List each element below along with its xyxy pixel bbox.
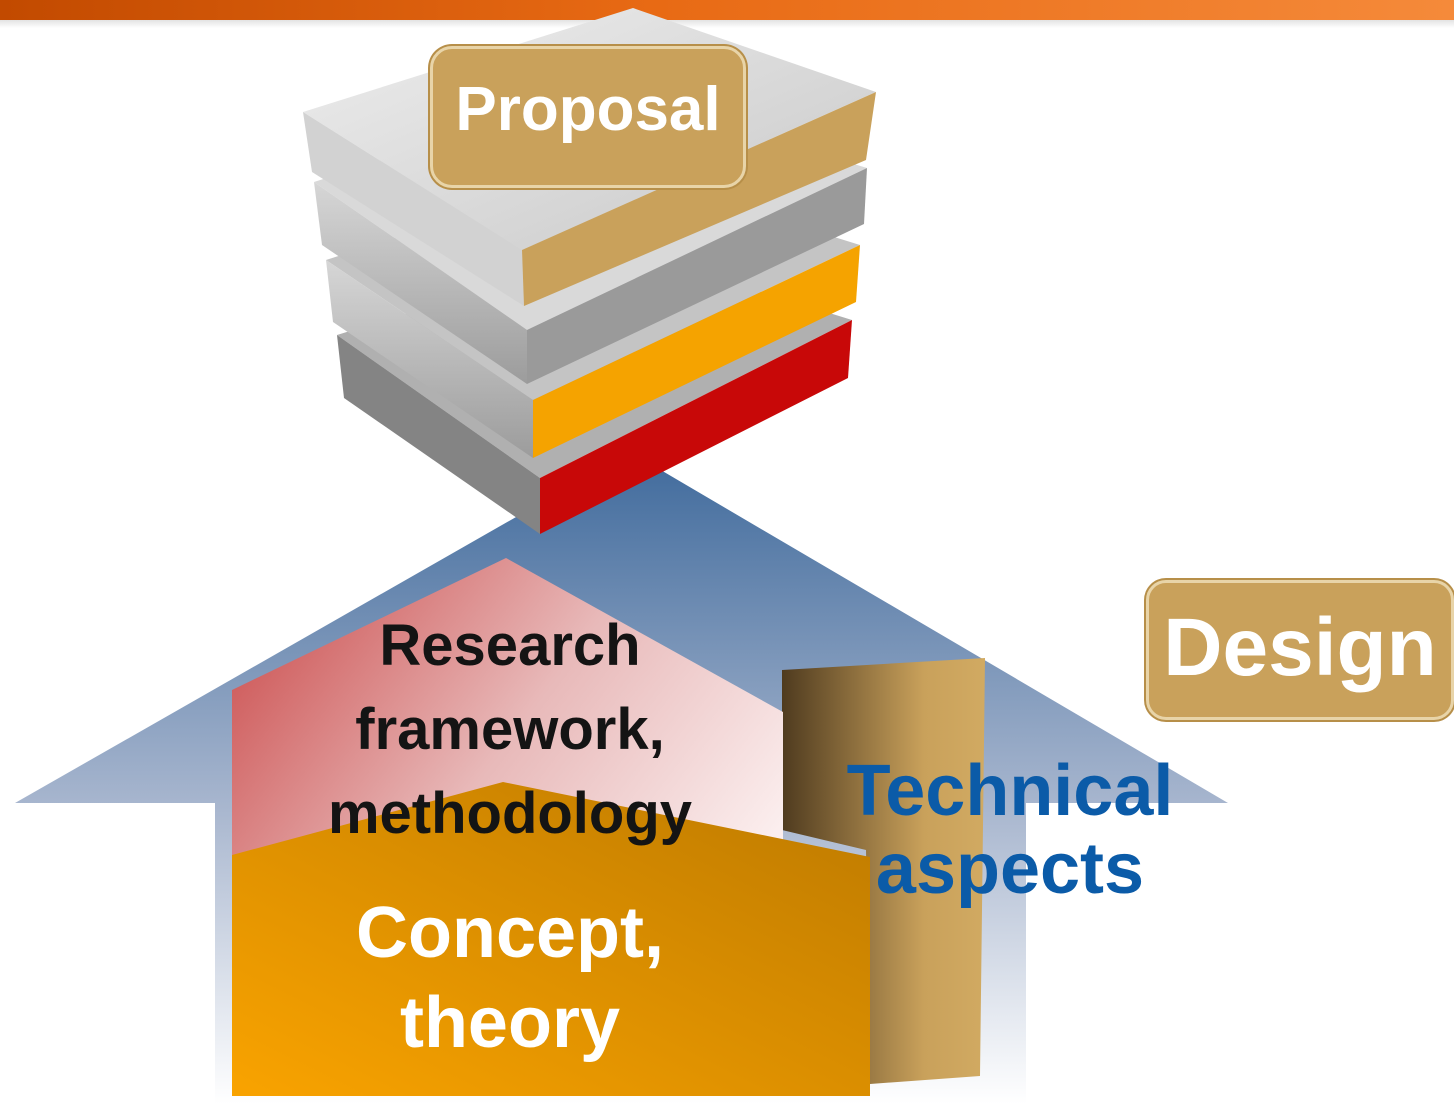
- proposal-label: Proposal: [455, 75, 721, 144]
- stack-layer-tan-left: [303, 112, 524, 306]
- stack-layer-gray-left: [314, 182, 527, 384]
- pillar-technical: [782, 658, 985, 1084]
- base-concept: [232, 782, 870, 1096]
- research-framework-label: Research framework, methodology: [240, 604, 780, 856]
- technical-aspects-text: Technical aspects: [846, 751, 1174, 909]
- stack-layer-gray-right: [527, 168, 867, 384]
- top-accent-shadow: [0, 20, 1454, 28]
- stack-layer-tan-right: [522, 92, 876, 306]
- proposal-badge: [430, 46, 746, 188]
- research-framework-text: Research framework, methodology: [327, 613, 693, 846]
- stack-layer-orange-left: [326, 260, 533, 458]
- concept-theory-text: Concept, theory: [355, 893, 664, 1063]
- top-accent-bar: [0, 0, 1454, 20]
- stack-layer-red-right: [540, 320, 852, 534]
- design-badge: [1146, 580, 1454, 720]
- concept-theory-label: Concept, theory: [240, 888, 780, 1068]
- technical-aspects-label: Technical aspects: [800, 752, 1220, 908]
- stack-layer-red-left: [337, 335, 540, 534]
- stack-layer-orange-right: [533, 245, 860, 458]
- design-label: Design: [1163, 602, 1437, 693]
